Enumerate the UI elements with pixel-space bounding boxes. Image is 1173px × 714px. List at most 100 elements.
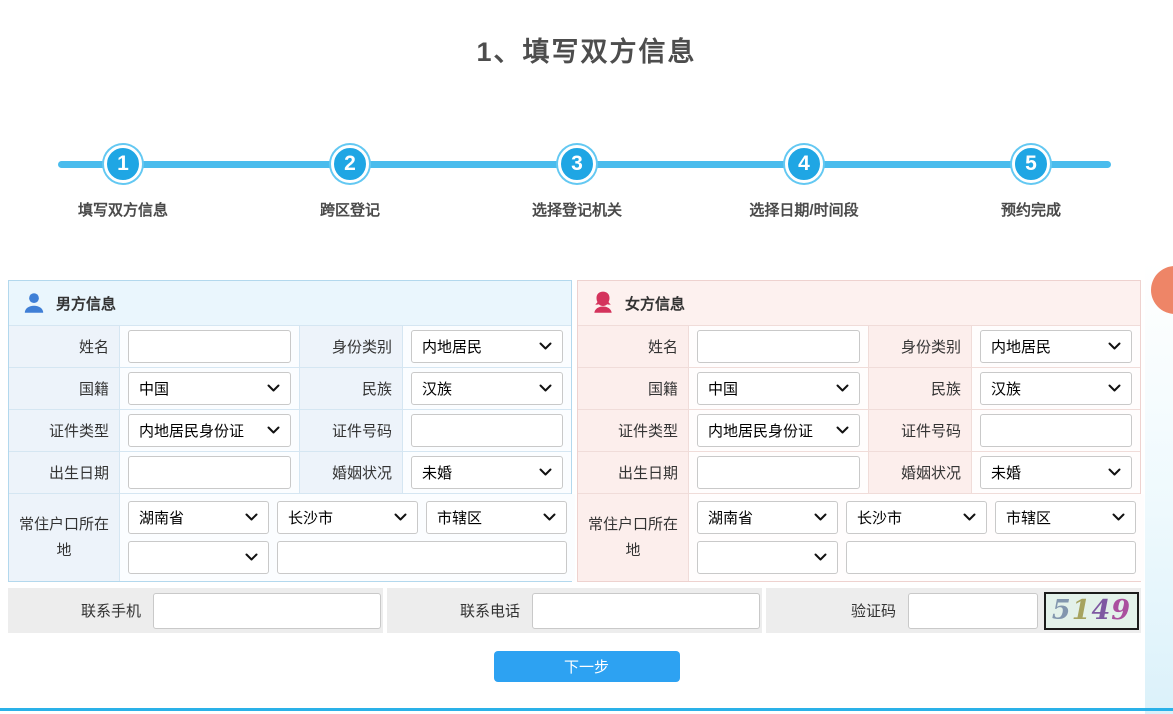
step-3-circle: 3 [558,145,596,183]
step-2-label: 跨区登记 [319,202,380,219]
female-marital-status-label: 婚姻状况 [868,452,971,493]
male-marital-status-label: 婚姻状况 [299,452,402,493]
female-panel-header: 女方信息 [578,281,1140,325]
male-birthdate-input[interactable] [128,456,291,489]
female-cert-type-label: 证件类型 [578,410,688,451]
female-street-select[interactable] [697,541,838,574]
mobile-input[interactable] [153,592,381,629]
contact-bar: 联系手机 联系电话 验证码 5 1 4 9 [8,588,1141,633]
male-ethnicity-label: 民族 [299,368,402,409]
male-cert-number-input[interactable] [411,414,563,447]
female-identity-type-select[interactable]: 内地居民 [980,330,1132,363]
step-4-circle: 4 [785,145,823,183]
female-address-detail-input[interactable] [846,541,1136,574]
chevron-down-icon [1108,468,1121,477]
male-cert-number-label: 证件号码 [299,410,402,451]
male-panel-header: 男方信息 [9,281,571,325]
right-edge-gradient [1145,262,1173,714]
female-cert-number-label: 证件号码 [868,410,971,451]
male-birthdate-label: 出生日期 [9,452,119,493]
female-ethnicity-select[interactable]: 汉族 [980,372,1132,405]
step-1-circle: 1 [104,145,142,183]
step-4: 4 选择日期/时间段 [724,145,884,220]
captcha-label: 验证码 [850,603,896,620]
female-panel-title: 女方信息 [625,295,686,313]
chevron-down-icon [963,513,976,522]
female-birthdate-label: 出生日期 [578,452,688,493]
female-province-select[interactable]: 湖南省 [697,501,838,534]
male-identity-type-select[interactable]: 内地居民 [411,330,563,363]
step-5-label: 预约完成 [1000,202,1061,219]
chevron-down-icon [814,513,827,522]
female-nationality-select[interactable]: 中国 [697,372,860,405]
female-birthdate-input[interactable] [697,456,860,489]
male-cert-type-select[interactable]: 内地居民身份证 [128,414,291,447]
chevron-down-icon [245,553,258,562]
chevron-down-icon [1108,342,1121,351]
captcha-digit: 5 [1051,595,1072,626]
chevron-down-icon [836,384,849,393]
female-cert-number-input[interactable] [980,414,1132,447]
chevron-down-icon [539,342,552,351]
step-1-label: 填写双方信息 [77,202,168,219]
female-city-select[interactable]: 长沙市 [846,501,987,534]
male-name-label: 姓名 [9,326,119,367]
female-cert-type-select[interactable]: 内地居民身份证 [697,414,860,447]
captcha-section: 验证码 5 1 4 9 [766,588,1141,633]
chevron-down-icon [245,513,258,522]
step-2: 2 跨区登记 [270,145,430,220]
female-info-panel: 女方信息 姓名 身份类别 内地居民 国籍 中国 [577,280,1144,582]
male-panel-title: 男方信息 [56,295,117,313]
chevron-down-icon [814,553,827,562]
male-residence-label: 常住户口所在地 [9,494,119,581]
captcha-input[interactable] [908,592,1038,629]
male-district-select[interactable]: 市辖区 [426,501,567,534]
male-address-detail-input[interactable] [277,541,567,574]
chevron-down-icon [836,426,849,435]
male-name-input[interactable] [128,330,291,363]
mobile-section: 联系手机 [8,588,383,633]
step-1: 1 填写双方信息 [43,145,203,220]
step-2-circle: 2 [331,145,369,183]
male-ethnicity-select[interactable]: 汉族 [411,372,563,405]
captcha-digit: 9 [1111,595,1132,626]
step-5-circle: 5 [1012,145,1050,183]
female-marital-status-select[interactable]: 未婚 [980,456,1132,489]
floating-widget-half-circle[interactable] [1151,266,1173,314]
captcha-digit: 4 [1091,595,1112,626]
chevron-down-icon [539,384,552,393]
male-street-select[interactable] [128,541,269,574]
male-person-icon [21,290,47,316]
step-5: 5 预约完成 [951,145,1111,220]
step-3: 3 选择登记机关 [497,145,657,220]
male-province-select[interactable]: 湖南省 [128,501,269,534]
male-city-select[interactable]: 长沙市 [277,501,418,534]
chevron-down-icon [267,384,280,393]
page-title: 1、填写双方信息 [476,37,697,67]
phone-label: 联系电话 [459,603,520,620]
mobile-label: 联系手机 [80,603,141,620]
chevron-down-icon [267,426,280,435]
captcha-image[interactable]: 5 1 4 9 [1044,591,1139,630]
chevron-down-icon [1108,384,1121,393]
chevron-down-icon [1112,513,1125,522]
male-info-panel: 男方信息 姓名 身份类别 内地居民 国籍 中国 [8,280,575,582]
chevron-down-icon [543,513,556,522]
step-4-label: 选择日期/时间段 [749,202,859,219]
male-nationality-label: 国籍 [9,368,119,409]
male-nationality-select[interactable]: 中国 [128,372,291,405]
chevron-down-icon [394,513,407,522]
captcha-digit: 1 [1071,595,1092,626]
male-marital-status-select[interactable]: 未婚 [411,456,563,489]
phone-section: 联系电话 [387,588,762,633]
next-step-button[interactable]: 下一步 [493,651,680,682]
chevron-down-icon [539,468,552,477]
phone-input[interactable] [532,592,760,629]
female-person-icon [590,290,616,316]
male-identity-type-label: 身份类别 [299,326,402,367]
bottom-accent-line [0,708,1173,711]
female-district-select[interactable]: 市辖区 [995,501,1136,534]
female-nationality-label: 国籍 [578,368,688,409]
female-name-input[interactable] [697,330,860,363]
step-3-label: 选择登记机关 [531,202,622,219]
